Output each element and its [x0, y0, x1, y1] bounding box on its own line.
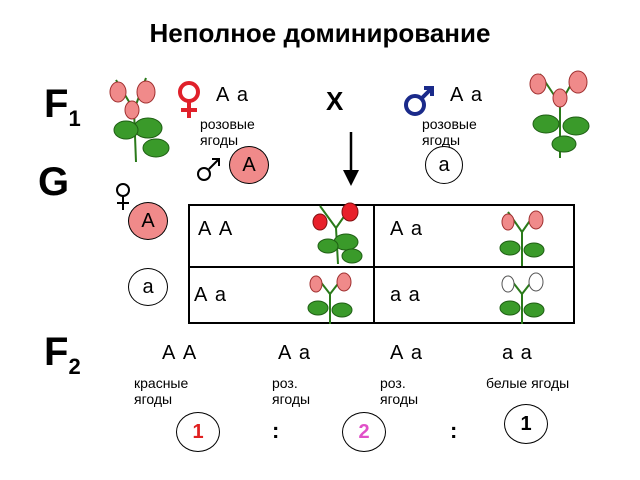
- male-symbol-icon: [404, 86, 434, 116]
- f2-genotype: А а: [278, 342, 312, 364]
- ratio-separator: :: [450, 418, 458, 443]
- punnett-cell: А а: [390, 218, 424, 240]
- ratio-separator: :: [272, 418, 280, 443]
- grid-divider: [188, 266, 575, 268]
- ratio-pink: 2: [342, 412, 386, 452]
- gamete-female-recessive: а: [128, 268, 168, 306]
- strawberry-plant-icon: [499, 210, 545, 266]
- punnett-cell: А а: [194, 284, 228, 306]
- f2-genotype: А а: [390, 342, 424, 364]
- f2-phenotype: красные ягоды: [134, 375, 189, 407]
- ratio-red: 1: [176, 412, 220, 452]
- parent-male-phenotype: розовые ягоды: [422, 116, 477, 148]
- male-symbol-icon: [197, 158, 220, 181]
- strawberry-plant-icon: [307, 272, 353, 324]
- strawberry-plant-icon: [529, 70, 590, 158]
- f2-phenotype: роз. ягоды: [272, 375, 311, 407]
- f1-label: F1: [44, 82, 81, 131]
- strawberry-plant-icon: [499, 272, 545, 324]
- punnett-cell: А А: [198, 218, 234, 240]
- down-arrow-icon: [343, 132, 359, 186]
- strawberry-plant-icon: [312, 202, 363, 265]
- page-title: Неполное доминирование: [149, 18, 491, 48]
- g-label: G: [38, 160, 70, 204]
- female-symbol-icon: [178, 81, 200, 118]
- f2-genotype: а а: [502, 342, 533, 364]
- cross-sign: Х: [326, 86, 344, 116]
- gamete-male-dominant: А: [229, 146, 269, 184]
- f2-genotype: А А: [162, 342, 198, 364]
- parent-female-phenotype: розовые ягоды: [200, 116, 255, 148]
- punnett-square: [188, 204, 575, 324]
- ratio-white: 1: [504, 404, 548, 444]
- female-symbol-icon: [116, 183, 130, 210]
- parent-female-genotype: А а: [216, 84, 250, 106]
- parent-male-genotype: А а: [450, 84, 484, 106]
- gamete-male-recessive: а: [425, 146, 463, 184]
- grid-divider: [373, 204, 375, 324]
- gamete-female-dominant: А: [128, 202, 168, 240]
- strawberry-plant-icon: [109, 77, 170, 163]
- f2-phenotype: роз. ягоды: [380, 375, 419, 407]
- f2-phenotype: белые ягоды: [486, 375, 570, 391]
- f2-label: F2: [44, 330, 81, 379]
- punnett-cell: а а: [390, 284, 421, 306]
